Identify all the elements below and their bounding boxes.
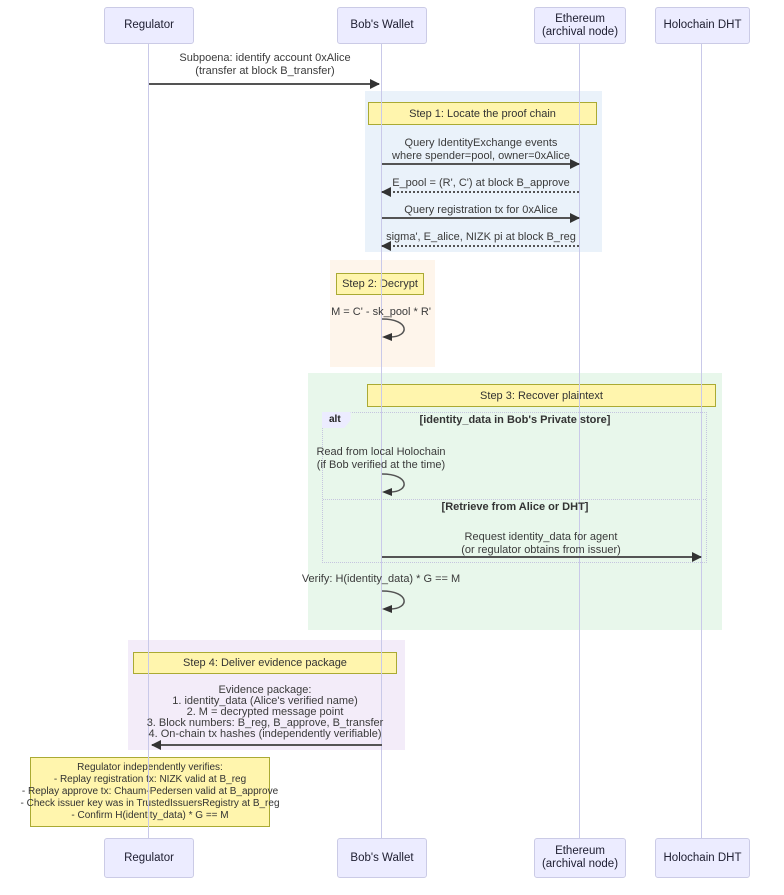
message-sigma-return: sigma', E_alice, NIZK pi at block B_reg [386, 231, 576, 243]
arrow-evidence-package [151, 740, 382, 750]
alt-case1-label: [identity_data in Bob's Private store] [419, 414, 611, 426]
participant-label: Regulator [124, 851, 174, 864]
participant-bottom-regulator: Regulator [104, 838, 194, 878]
message-read-local-line1: Read from local Holochain [316, 446, 446, 458]
lifeline-ethereum [579, 44, 580, 838]
message-subpoena: Subpoena: identify account 0xAlice (tran… [179, 52, 350, 78]
participant-top-bobs-wallet: Bob's Wallet [337, 7, 427, 44]
arrow-query-registration [382, 213, 580, 223]
alt-case2-label: [Retrieve from Alice or DHT] [441, 501, 589, 513]
participant-top-holochain-dht: Holochain DHT [655, 7, 750, 44]
arrowhead-right-icon [570, 159, 580, 169]
arrow-epool-return [381, 187, 579, 197]
participant-top-regulator: Regulator [104, 7, 194, 44]
note-line-4: - Check issuer key was in TrustedIssuers… [20, 798, 280, 809]
step3-banner: Step 3: Recover plaintext [367, 384, 716, 407]
arrowhead-left-icon [381, 187, 391, 197]
message-request-identity-line2: (or regulator obtains from issuer) [461, 544, 621, 556]
participant-label: Holochain DHT [663, 851, 742, 864]
participant-label: Regulator [124, 19, 174, 31]
step4-banner: Step 4: Deliver evidence package [133, 652, 397, 674]
self-loop-read-local-icon [380, 472, 412, 503]
step1-banner: Step 1: Locate the proof chain [368, 102, 597, 125]
step3-section-bg [308, 373, 722, 630]
participant-label: Ethereum [555, 12, 605, 25]
participant-label: Holochain DHT [663, 19, 742, 31]
message-evidence-line5: 4. On-chain tx hashes (independently ver… [148, 728, 382, 740]
message-request-identity: Request identity_data for agent (or regu… [461, 531, 621, 557]
message-request-identity-line1: Request identity_data for agent [464, 531, 618, 543]
self-loop-decrypt-icon [380, 317, 412, 348]
message-subpoena-line2: (transfer at block B_transfer) [195, 65, 335, 77]
lifeline-holochain-dht [701, 44, 702, 838]
note-line-1: Regulator independently verifies: [77, 762, 223, 773]
participant-sublabel: (archival node) [541, 858, 619, 870]
message-verify-self: Verify: H(identity_data) * G == M [301, 573, 461, 585]
message-decrypt-self: M = C' - sk_pool * R' [331, 306, 431, 318]
message-evidence-line2: 1. identity_data (Alice's verified name) [172, 695, 358, 707]
participant-label: Bob's Wallet [350, 19, 414, 31]
arrow-request-identity [382, 552, 702, 562]
note-line-2: - Replay registration tx: NIZK valid at … [53, 774, 247, 785]
regulator-verification-note: Regulator independently verifies: - Repl… [21, 757, 280, 827]
participant-sublabel: (archival node) [541, 25, 619, 38]
message-query-events: Query IdentityExchange events where spen… [392, 137, 570, 163]
arrowhead-right-icon [692, 552, 702, 562]
step1-banner-label: Step 1: Locate the proof chain [409, 107, 556, 120]
lifeline-bobs-wallet [381, 44, 382, 838]
message-evidence-line1: Evidence package: [218, 684, 312, 696]
arrow-sigma-return [381, 241, 579, 251]
participant-bottom-bobs-wallet: Bob's Wallet [337, 838, 427, 878]
message-read-local: Read from local Holochain (if Bob verifi… [316, 446, 445, 472]
participant-top-ethereum: Ethereum (archival node) [534, 7, 626, 44]
arrow-subpoena [149, 79, 380, 89]
arrowhead-right-icon [570, 213, 580, 223]
message-query-events-line2: where spender=pool, owner=0xAlice [392, 150, 570, 162]
participant-label: Ethereum [555, 845, 605, 857]
step4-banner-label: Step 4: Deliver evidence package [183, 657, 347, 669]
participant-label: Bob's Wallet [350, 851, 414, 864]
arrowhead-right-icon [370, 79, 380, 89]
step3-banner-label: Step 3: Recover plaintext [480, 389, 603, 402]
self-loop-verify-icon [380, 589, 412, 620]
message-evidence-line3: 2. M = decrypted message point [186, 706, 344, 718]
step2-banner: Step 2: Decrypt [336, 273, 424, 295]
arrowhead-left-icon [151, 740, 161, 750]
message-read-local-line2: (if Bob verified at the time) [316, 459, 446, 471]
alt-label: alt [322, 412, 351, 428]
step2-banner-label: Step 2: Decrypt [342, 278, 418, 290]
alt-frame [322, 412, 707, 563]
note-line-5: - Confirm H(identity_data) * G == M [71, 810, 229, 821]
lifeline-regulator [148, 44, 149, 838]
arrow-query-events [382, 159, 580, 169]
message-epool-return: E_pool = (R', C') at block B_approve [392, 177, 570, 189]
message-evidence-package: Evidence package: 1. identity_data (Alic… [147, 685, 384, 740]
arrowhead-left-icon [381, 241, 391, 251]
participant-bottom-ethereum: Ethereum (archival node) [534, 838, 626, 878]
note-line-3: - Replay approve tx: Chaum-Pedersen vali… [21, 786, 279, 797]
alt-divider-line [323, 499, 706, 500]
message-query-events-line1: Query IdentityExchange events [404, 137, 558, 149]
message-subpoena-line1: Subpoena: identify account 0xAlice [179, 52, 351, 64]
message-evidence-line4: 3. Block numbers: B_reg, B_approve, B_tr… [146, 717, 384, 729]
participant-bottom-holochain-dht: Holochain DHT [655, 838, 750, 878]
message-query-registration: Query registration tx for 0xAlice [404, 204, 558, 216]
